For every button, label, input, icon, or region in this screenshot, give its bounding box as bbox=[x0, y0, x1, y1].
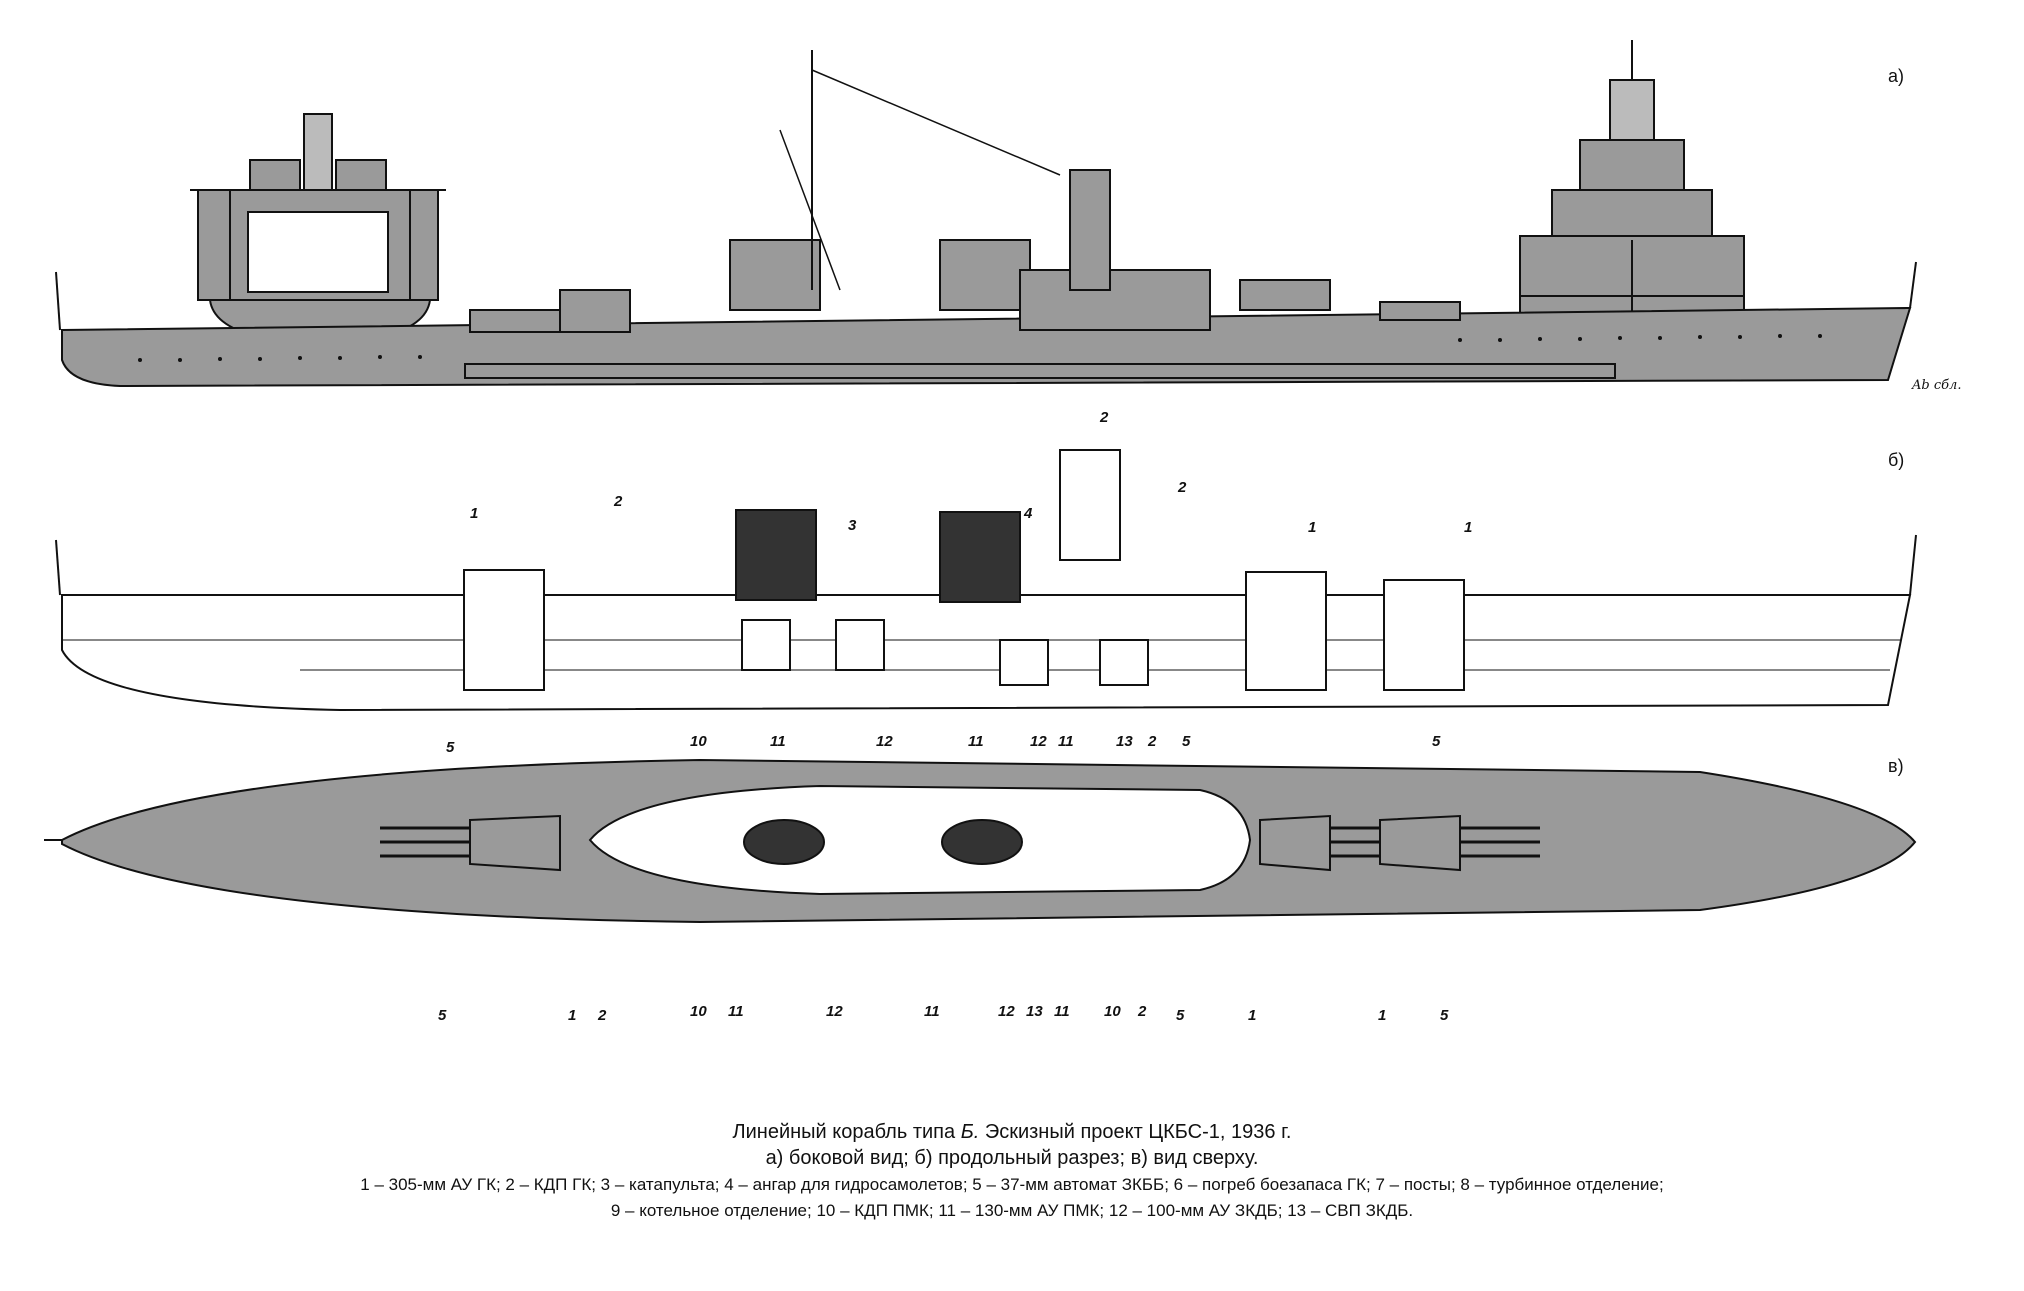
portholes bbox=[138, 334, 1822, 362]
plan-callouts-top: 5 10 11 12 11 12 11 13 2 5 5 bbox=[446, 733, 1441, 756]
svg-text:2: 2 bbox=[1137, 1003, 1147, 1020]
legend-line-1: 1 – 305-мм АУ ГК; 2 – КДП ГК; 3 – катапу… bbox=[360, 1175, 1664, 1194]
svg-text:5: 5 bbox=[438, 1007, 447, 1024]
svg-text:11: 11 bbox=[968, 733, 984, 750]
stern-end-view bbox=[190, 113, 446, 346]
svg-text:5: 5 bbox=[1182, 733, 1191, 750]
svg-text:2: 2 bbox=[1147, 733, 1157, 750]
svg-text:1: 1 bbox=[470, 505, 478, 522]
svg-text:1: 1 bbox=[1378, 1007, 1386, 1024]
svg-text:3: 3 bbox=[848, 517, 857, 534]
svg-text:5: 5 bbox=[446, 739, 455, 756]
figure-title: Линейный корабль типа Б. Эскизный проект… bbox=[732, 1121, 1292, 1143]
svg-text:5: 5 bbox=[1432, 733, 1441, 750]
svg-text:1: 1 bbox=[1464, 519, 1472, 536]
svg-text:11: 11 bbox=[728, 1003, 744, 1020]
plan-view-drawing: 5 10 11 12 11 12 11 13 2 5 5 5 1 2 10 11… bbox=[44, 733, 1917, 1024]
bow-end-view bbox=[1519, 40, 1745, 342]
svg-text:10: 10 bbox=[690, 1003, 707, 1020]
section-view-drawing: 1 2 3 2 4 2 1 1 6 7 8 9 11 9 8 9 9 7 6 6… bbox=[55, 409, 1917, 712]
svg-text:13: 13 bbox=[1026, 1003, 1043, 1020]
svg-text:2: 2 bbox=[1099, 409, 1109, 426]
svg-text:1: 1 bbox=[1248, 1007, 1256, 1024]
figure-subtitle: а) боковой вид; б) продольный разрез; в)… bbox=[765, 1147, 1259, 1169]
svg-text:13: 13 bbox=[1116, 733, 1133, 750]
svg-text:5: 5 bbox=[1176, 1007, 1185, 1024]
svg-text:11: 11 bbox=[1054, 1003, 1070, 1020]
svg-text:11: 11 bbox=[924, 1003, 940, 1020]
svg-text:12: 12 bbox=[1030, 733, 1047, 750]
svg-text:10: 10 bbox=[690, 733, 707, 750]
svg-text:1: 1 bbox=[568, 1007, 576, 1024]
hull-section bbox=[61, 594, 1912, 712]
legend-line-2: 9 – котельное отделение; 10 – КДП ПМК; 1… bbox=[610, 1201, 1414, 1220]
svg-text:12: 12 bbox=[826, 1003, 843, 1020]
svg-text:10: 10 bbox=[1104, 1003, 1121, 1020]
plan-callouts-bottom: 5 1 2 10 11 12 11 12 13 11 10 2 5 1 1 5 bbox=[438, 1003, 1449, 1024]
svg-text:12: 12 bbox=[998, 1003, 1015, 1020]
svg-text:2: 2 bbox=[613, 493, 623, 510]
svg-text:2: 2 bbox=[597, 1007, 607, 1024]
view-label-section: б) bbox=[1888, 450, 1905, 470]
view-label-plan: в) bbox=[1888, 756, 1904, 776]
svg-text:1: 1 bbox=[1308, 519, 1316, 536]
svg-text:11: 11 bbox=[770, 733, 786, 750]
svg-text:12: 12 bbox=[876, 733, 893, 750]
view-label-side: а) bbox=[1888, 66, 1905, 86]
svg-text:4: 4 bbox=[1023, 505, 1033, 522]
artist-signature: Ab cбл. bbox=[1912, 378, 1962, 393]
section-callouts-top: 1 2 3 2 4 2 1 1 bbox=[470, 409, 1472, 536]
svg-text:11: 11 bbox=[1058, 733, 1074, 750]
svg-text:5: 5 bbox=[1440, 1007, 1449, 1024]
svg-text:2: 2 bbox=[1177, 479, 1187, 496]
side-view-drawing bbox=[55, 40, 1917, 388]
